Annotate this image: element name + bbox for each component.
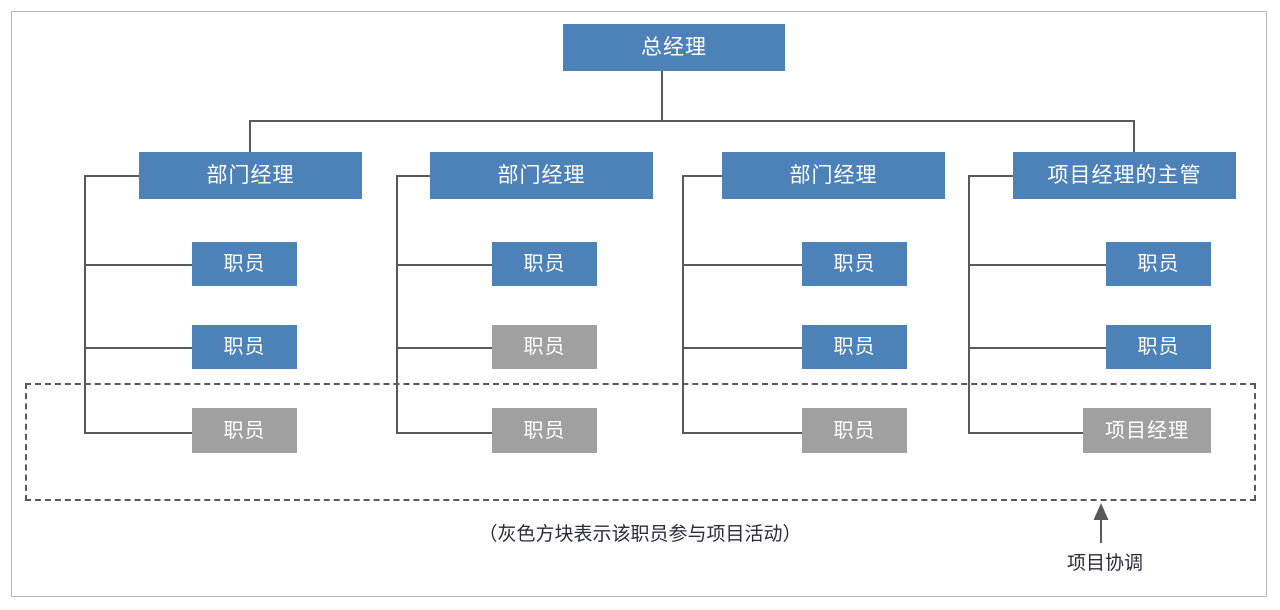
connector-stub-col4-row2 — [968, 347, 1108, 349]
connector-stub-col1-mgr — [84, 175, 141, 177]
connector-gm-drop — [661, 71, 663, 121]
node-staff-col4-row2: 职员 — [1106, 325, 1211, 369]
node-staff-col1-row1: 职员 — [192, 242, 297, 286]
connector-stub-col1-row3 — [84, 432, 193, 434]
connector-stub-col3-mgr — [682, 175, 724, 177]
node-staff-col1-row2: 职员 — [192, 325, 297, 369]
node-staff-col4-row1: 职员 — [1106, 242, 1211, 286]
node-staff-col2-row2: 职员 — [492, 325, 597, 369]
diagram-border — [11, 11, 1267, 597]
node-project-manager: 项目经理 — [1083, 408, 1211, 453]
connector-stub-col2-mgr — [396, 175, 432, 177]
connector-trunk-col1 — [84, 175, 86, 434]
node-dept-manager-3: 部门经理 — [722, 152, 945, 199]
node-staff-col3-row2: 职员 — [802, 325, 907, 369]
node-general-manager: 总经理 — [563, 24, 785, 71]
connector-trunk-col4 — [968, 175, 970, 434]
node-staff-col2-row3: 职员 — [492, 408, 597, 453]
connector-trunk-col2 — [396, 175, 398, 434]
legend-caption: （灰色方块表示该职员参与项目活动） — [478, 524, 802, 545]
connector-stub-col3-row2 — [682, 347, 804, 349]
connector-stub-col4-row1 — [968, 264, 1108, 266]
node-staff-col3-row1: 职员 — [802, 242, 907, 286]
connector-stub-col2-row1 — [396, 264, 494, 266]
connector-trunk-col3 — [682, 175, 684, 434]
connector-bus — [249, 120, 1135, 122]
connector-bus-left-drop — [249, 120, 251, 153]
connector-bus-right-drop — [1133, 120, 1135, 153]
project-coordination-label: 项目协调 — [1066, 553, 1143, 574]
project-scope-boundary — [25, 383, 1256, 501]
connector-stub-col2-row2 — [396, 347, 494, 349]
node-dept-manager-2: 部门经理 — [430, 152, 653, 199]
connector-stub-col1-row2 — [84, 347, 193, 349]
node-staff-col3-row3: 职员 — [802, 408, 907, 453]
connector-stub-col4-row3 — [968, 432, 1085, 434]
connector-stub-col3-row1 — [682, 264, 804, 266]
connector-stub-col4-mgr — [968, 175, 1015, 177]
connector-stub-col2-row3 — [396, 432, 494, 434]
connector-stub-col3-row3 — [682, 432, 804, 434]
connector-stub-col1-row1 — [84, 264, 193, 266]
node-dept-manager-1: 部门经理 — [139, 152, 362, 199]
node-staff-col2-row1: 职员 — [492, 242, 597, 286]
up-arrow-icon — [1093, 503, 1109, 543]
node-project-manager-supervisor: 项目经理的主管 — [1013, 152, 1236, 199]
node-staff-col1-row3: 职员 — [192, 408, 297, 453]
